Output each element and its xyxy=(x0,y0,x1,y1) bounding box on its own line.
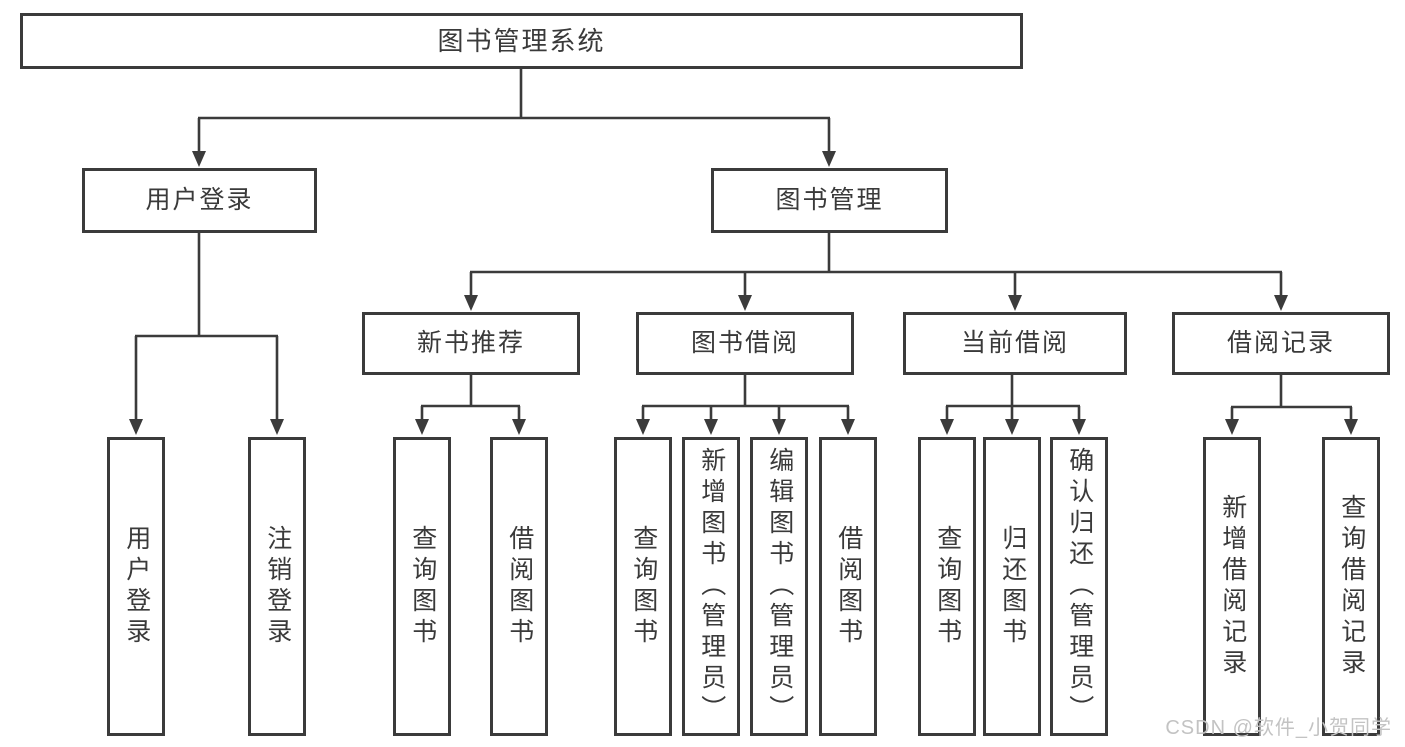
csdn-watermark: CSDN @软件_小贺同学 xyxy=(1165,717,1392,739)
leaf-user-login: 用户登录 xyxy=(107,437,165,736)
node-user-login: 用户登录 xyxy=(82,168,317,233)
leaf-query-borrow-record: 查询借阅记录 xyxy=(1322,437,1380,736)
leaf-logout: 注销登录 xyxy=(248,437,306,736)
leaf-edit-book-admin: 编辑图书（管理员） xyxy=(750,437,808,736)
leaf-borrow-books-borrow: 借阅图书 xyxy=(819,437,877,736)
leaf-query-books-current: 查询图书 xyxy=(918,437,976,736)
leaf-confirm-return-admin: 确认归还（管理员） xyxy=(1050,437,1108,736)
leaf-return-books: 归还图书 xyxy=(983,437,1041,736)
leaf-label: 用户登录 xyxy=(122,524,151,649)
leaf-label: 确认归还（管理员） xyxy=(1065,447,1094,726)
leaf-query-books-borrow: 查询图书 xyxy=(614,437,672,736)
leaf-label: 新增借阅记录 xyxy=(1218,493,1247,680)
leaf-query-books-newbook: 查询图书 xyxy=(393,437,451,736)
node-book-management: 图书管理 xyxy=(711,168,948,233)
leaf-label: 查询图书 xyxy=(629,524,658,649)
leaf-label: 归还图书 xyxy=(998,524,1027,649)
node-current-borrow: 当前借阅 xyxy=(903,312,1127,375)
node-new-book-recommend: 新书推荐 xyxy=(362,312,580,375)
leaf-add-book-admin: 新增图书（管理员） xyxy=(682,437,740,736)
leaf-label: 编辑图书（管理员） xyxy=(765,447,794,726)
leaf-label: 注销登录 xyxy=(263,524,292,649)
leaf-label: 查询借阅记录 xyxy=(1337,493,1366,680)
leaf-label: 查询图书 xyxy=(408,524,437,649)
leaf-label: 查询图书 xyxy=(933,524,962,649)
leaf-label: 借阅图书 xyxy=(505,524,534,649)
leaf-label: 借阅图书 xyxy=(834,524,863,649)
node-borrow-records: 借阅记录 xyxy=(1172,312,1390,375)
node-book-borrow: 图书借阅 xyxy=(636,312,854,375)
leaf-add-borrow-record: 新增借阅记录 xyxy=(1203,437,1261,736)
leaf-borrow-books-newbook: 借阅图书 xyxy=(490,437,548,736)
leaf-label: 新增图书（管理员） xyxy=(697,447,726,726)
node-root: 图书管理系统 xyxy=(20,13,1023,69)
